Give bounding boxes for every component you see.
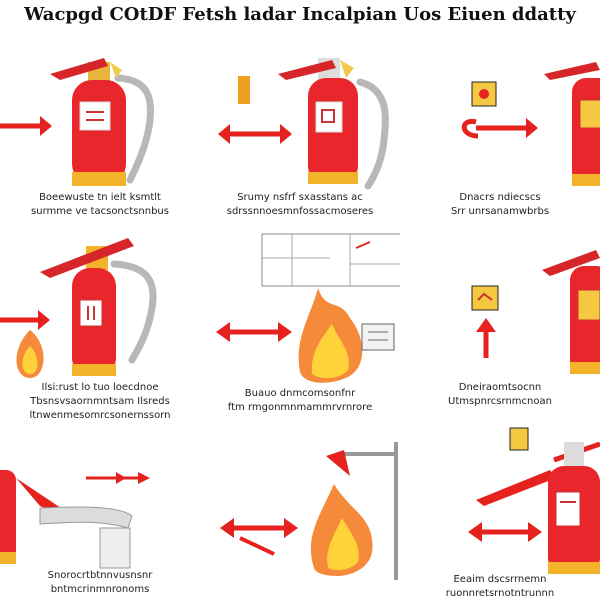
warning-sign-icon [509,427,529,451]
hose-icon [110,260,157,364]
caption-line-1: Ilsi:rust lo tuo loecdnoe [41,382,159,393]
caption-line-2: surmme ve tacsonctsnnbus [31,206,169,217]
floor-plan-icon [261,233,400,287]
caption-line-1: Boeewuste tn ielt ksmtlt [39,192,161,203]
double-arrow-icon [0,116,52,136]
up-arrow-icon [476,318,496,358]
caption-line-3: ltnwenmesomrcsonernssorn [29,410,171,421]
caption-line-1: Eeaim dscsrrnemn [453,574,547,585]
caption-line-2: ftm rmgonmnmammrvrnrore [227,402,373,413]
panel-2: Srumy nsfrf sxasstans ac sdrssnnoesmnfos… [200,40,400,230]
double-arrow-icon [218,124,292,144]
caption-line-1: Srumy nsfrf sxasstans ac [237,192,363,203]
caption-line-2: ruonnretsrnotntrunnn [445,588,555,599]
panel-1: Boeewuste tn ielt ksmtlt surmme ve tacso… [0,40,200,230]
double-arrow-icon [0,310,50,330]
panel-5: Buauo dnmcomsonfnr ftm rmgonmnmammrvrnro… [200,228,400,418]
caption-line-2: Utmspnrcsrnmcnoan [448,396,552,407]
page-title: Wacpgd COtDF Fetsh ladar Incalpian Uos E… [24,4,576,25]
caption-line-1: Snorocrtbtnnvusnsnr [47,570,153,581]
flame-icon [298,288,363,383]
fire-extinguisher-icon [40,238,134,376]
fire-extinguisher-icon [278,58,358,184]
device-box-icon [361,323,395,351]
hose-icon [356,78,389,190]
warning-sign-icon [471,285,499,311]
fire-extinguisher-icon [542,250,600,374]
fire-extinguisher-icon [544,62,600,186]
caption-line-2: Srr unrsanamwbrbs [450,206,550,217]
hose-nozzle-icon [326,450,350,476]
stand-icon [340,442,398,580]
caption-line-1: Dnacrs ndiecscs [459,192,541,203]
panel-3: Dnacrs ndiecscs Srr unrsanamwbrbs [400,40,600,230]
fire-extinguisher-icon [0,470,16,564]
fire-extinguisher-icon [50,58,126,186]
hose-icon [114,74,154,184]
double-arrow-icon [220,518,298,556]
fire-extinguisher-icon [548,442,600,574]
sink-icon [39,506,133,569]
panel-6: Dneiraomtsocnn Utmspnrcsrnmcnoan [400,228,600,418]
caption-line-2: Tbsnsvsaornmntsam Ilsreds [30,396,170,407]
caption-line-1: Buauo dnmcomsonfnr [244,388,356,399]
double-arrow-icon [468,522,542,542]
double-arrow-icon [461,118,538,139]
flame-icon [310,484,373,576]
flame-icon [16,330,44,378]
panel-4: Ilsi:rust lo tuo loecdnoe Tbsnsvsaornmnt… [0,228,200,421]
panel-8 [200,420,400,610]
warning-sign-icon [471,81,497,107]
panel-9: Eeaim dscsrrnemn ruonnretsrnotntrunnn [400,420,600,610]
caption-line-1: Dneiraomtsocnn [458,382,542,393]
panel-7: Snorocrtbtnnvusnsnr bntmcrinmnronoms [0,420,200,610]
caption-line-2: sdrssnnoesmnfossacmoseres [226,206,374,217]
double-arrow-icon [216,322,292,342]
warning-sign-icon [238,76,250,104]
caption-line-2: bntmcrinmnronoms [50,584,150,595]
